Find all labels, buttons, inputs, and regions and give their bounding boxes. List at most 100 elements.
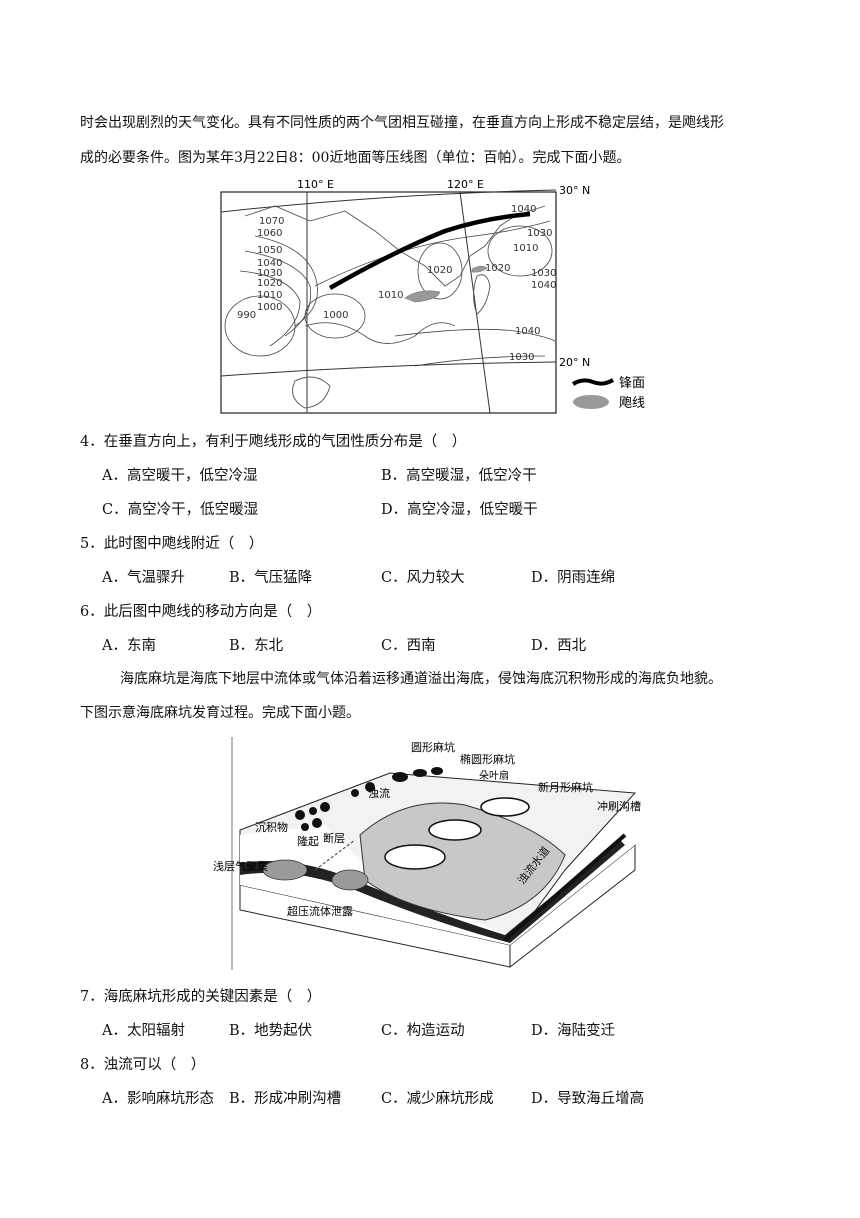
- block-right-face: [509, 843, 636, 969]
- isobar-line: [224, 295, 296, 357]
- map-frame: [220, 191, 557, 414]
- isobar-label: 1060: [257, 228, 282, 239]
- isobar-label: 1070: [259, 216, 284, 227]
- pockmark: [320, 802, 330, 812]
- legend-front-label: 锋面: [619, 376, 645, 391]
- crescent-pit: [428, 819, 482, 841]
- pockmark: [431, 767, 443, 775]
- lobe-fan: [359, 802, 566, 921]
- q5-option-b[interactable]: B．气压猛降: [229, 570, 313, 586]
- label-ellipse-pit: 椭圆形麻坑: [460, 752, 515, 766]
- squall-line-shape: [404, 290, 441, 303]
- pockmark: [312, 818, 322, 828]
- pockmark: [365, 782, 375, 792]
- isobar-label: 1010: [378, 290, 403, 301]
- question-5-stem: 5．此时图中飑线附近（ ）: [80, 536, 264, 552]
- fault-line: [314, 839, 356, 871]
- isobar-line: [304, 293, 366, 339]
- isobar-line: [394, 328, 556, 342]
- isobar-line: [254, 235, 318, 327]
- label-shallow-gas: 浅层气聚集: [213, 859, 268, 873]
- isobar-label: 1050: [257, 245, 282, 256]
- isobar-label: 1030: [257, 268, 282, 279]
- isobar-label: 1040: [531, 280, 556, 291]
- isobar-line: [244, 250, 312, 337]
- isobar-line: [417, 242, 463, 300]
- q4-option-a[interactable]: A．高空暖干，低空冷湿: [102, 468, 258, 484]
- q8-option-b[interactable]: B．形成冲刷沟槽: [229, 1091, 342, 1107]
- isobar-label: 990: [237, 310, 256, 321]
- parallel-30: [220, 189, 557, 213]
- q4-option-c[interactable]: C．高空冷干，低空暖湿: [102, 502, 259, 518]
- label-lobe-fan: 朵叶扇: [479, 769, 509, 782]
- parallel-20: [220, 361, 557, 377]
- q7-option-a[interactable]: A．太阳辐射: [102, 1023, 185, 1039]
- label-fault: 断层: [323, 831, 345, 845]
- isobar-label: 1030: [509, 352, 534, 363]
- q5-option-d[interactable]: D．阴雨连绵: [531, 570, 616, 586]
- squall-line-shape: [471, 265, 488, 273]
- turbidity-channel: [503, 833, 627, 942]
- q8-option-a[interactable]: A．影响麻坑形态: [102, 1091, 214, 1107]
- q4-option-b[interactable]: B．高空暖湿，低空冷干: [381, 468, 537, 484]
- pockmark: [295, 810, 305, 820]
- label-uplift: 隆起: [297, 834, 319, 848]
- q4-option-d[interactable]: D．高空冷湿，低空暖干: [381, 502, 538, 518]
- label-sediment: 沉积物: [255, 820, 288, 834]
- label-turbidity: 浊流: [368, 786, 390, 800]
- lon-label: 110° E: [297, 178, 334, 191]
- hainan-island: [292, 376, 331, 409]
- pockmark: [309, 807, 317, 815]
- taiwan-island: [473, 274, 491, 315]
- q7-option-d[interactable]: D．海陆变迁: [531, 1023, 616, 1039]
- q7-option-c[interactable]: C．构造运动: [381, 1023, 465, 1039]
- q7-option-b[interactable]: B．地势起伏: [229, 1023, 313, 1039]
- lat-label: 30° N: [559, 184, 590, 197]
- pockmark: [413, 769, 427, 777]
- q5-option-a[interactable]: A．气温骤升: [102, 570, 185, 586]
- pockmark-diagram: 圆形麻坑 椭圆形麻坑 朵叶扇 新月形麻坑 冲刷沟槽 浊流 沉积物 隆起 断层 浅…: [213, 737, 641, 970]
- q8-option-c[interactable]: C．减少麻坑形成: [381, 1091, 494, 1107]
- lat-label: 20° N: [559, 356, 590, 369]
- passage-line: 下图示意海底麻坑发育过程。完成下面小题。: [80, 705, 360, 721]
- isobar-line: [414, 355, 546, 367]
- label-scour-trench: 冲刷沟槽: [597, 799, 641, 813]
- pockmark: [301, 823, 309, 831]
- gas-pocket: [262, 859, 308, 881]
- gas-pocket: [331, 869, 369, 891]
- crescent-pit: [384, 844, 446, 870]
- isobar-label: 1010: [513, 243, 538, 254]
- question-6-stem: 6．此后图中飑线的移动方向是（ ）: [80, 604, 322, 620]
- passage-line: 成的必要条件。图为某年3月22日8：00近地面等压线图（单位：百帕）。完成下面小…: [80, 150, 631, 166]
- isobar-label: 1020: [427, 265, 452, 276]
- q8-option-d[interactable]: D．导致海丘增高: [531, 1091, 645, 1107]
- isobar-label: 1030: [527, 228, 552, 239]
- isobar-label: 1040: [511, 204, 536, 215]
- pockmark: [351, 789, 359, 797]
- isobar-label: 1040: [257, 258, 282, 269]
- coastline: [304, 322, 456, 344]
- passage-line: 海底麻坑是海底下地层中流体或气体沿着运移通道溢出海底，侵蚀海底沉积物形成的海底负…: [120, 671, 722, 687]
- q6-option-c[interactable]: C．西南: [381, 638, 436, 654]
- q6-option-a[interactable]: A．东南: [102, 638, 156, 654]
- q6-option-b[interactable]: B．东北: [229, 638, 284, 654]
- crescent-pit: [480, 797, 530, 817]
- isobar-label: 1000: [257, 302, 282, 313]
- q6-option-d[interactable]: D．西北: [531, 638, 587, 654]
- isobar-label: 1030: [531, 268, 556, 279]
- isobar-label: 1040: [515, 326, 540, 337]
- coastline: [244, 205, 546, 287]
- question-4-stem: 4．在垂直方向上，有利于飑线形成的气团性质分布是（ ）: [80, 434, 467, 450]
- isobar-line: [487, 225, 553, 277]
- front-line: [328, 211, 531, 290]
- q5-option-c[interactable]: C．风力较大: [381, 570, 465, 586]
- passage-line: 时会出现剧烈的天气变化。具有不同性质的两个气团相互碰撞，在垂直方向上形成不稳定层…: [80, 115, 724, 131]
- squall-legend-icon: [573, 395, 609, 409]
- lon-label: 120° E: [447, 178, 484, 191]
- isobar-label: 1010: [257, 290, 282, 301]
- isobar-label: 1000: [323, 310, 348, 321]
- meridian-120: [459, 191, 491, 414]
- isobar-map-figure: 110° E 120° E 30° N 20° N 1070 1060 1050…: [215, 176, 655, 416]
- isobar-map: 110° E 120° E 30° N 20° N 1070 1060 1050…: [220, 178, 645, 414]
- label-round-pit: 圆形麻坑: [411, 740, 455, 754]
